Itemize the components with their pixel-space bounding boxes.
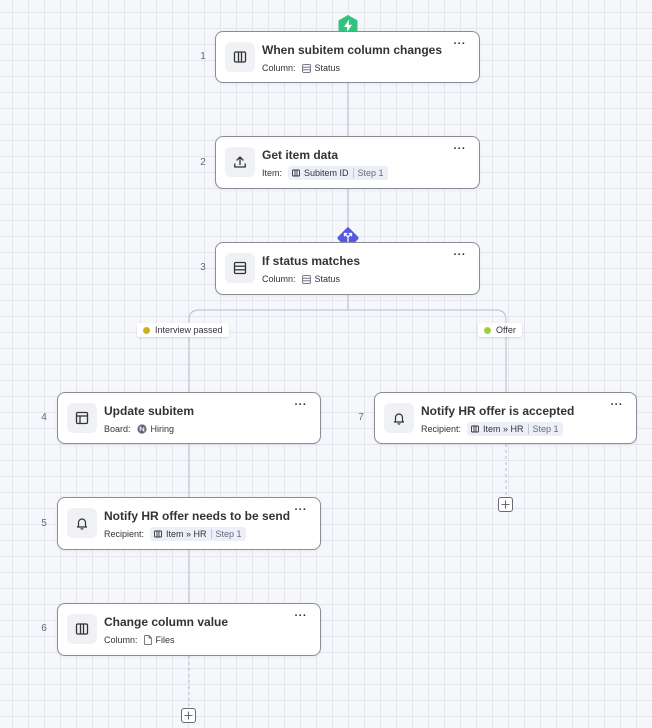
step-subtitle: Board: Hiring [104, 422, 174, 436]
field-label: Recipient: [421, 424, 462, 434]
field-label: Item: [262, 168, 283, 178]
step-title: Change column value [104, 615, 229, 629]
field-value: Files [143, 635, 175, 645]
more-options-icon[interactable]: ··· [610, 399, 623, 411]
step-number: 4 [41, 412, 47, 423]
step-subtitle: Recipient: Item » HR Step 1 [421, 422, 563, 436]
column-icon [67, 614, 97, 644]
step-title: If status matches [262, 254, 361, 268]
field-label: Column: [262, 63, 296, 73]
step-card-trigger[interactable]: When subitem column changes Column: Stat… [215, 31, 480, 83]
field-value: Hiring [136, 424, 174, 434]
more-options-icon[interactable]: ··· [453, 249, 466, 261]
step-card-update-subitem[interactable]: Update subitem Board: Hiring ··· [57, 392, 321, 444]
more-options-icon[interactable]: ··· [294, 399, 307, 411]
step-subtitle: Column: Status [262, 272, 340, 286]
step-number: 3 [200, 262, 206, 273]
file-icon [143, 635, 152, 645]
field-label: Column: [104, 635, 138, 645]
field-label: Board: [104, 424, 131, 434]
field-label: Recipient: [104, 529, 145, 539]
upload-icon [225, 147, 255, 177]
step-title: Get item data [262, 148, 339, 162]
branch-color-dot [143, 326, 150, 334]
step-subtitle: Item: Subitem ID Step 1 [262, 166, 388, 180]
step-subtitle: Column: Status [262, 61, 340, 75]
more-options-icon[interactable]: ··· [453, 143, 466, 155]
plus-icon [501, 500, 510, 509]
step-subtitle: Recipient: Item » HR Step 1 [104, 527, 246, 541]
more-options-icon[interactable]: ··· [294, 504, 307, 516]
step-title: When subitem column changes [262, 43, 443, 57]
column-icon [154, 530, 162, 538]
column-icon [471, 425, 479, 433]
field-value: Status [301, 63, 340, 73]
branch-label-interview-passed[interactable]: Interview passed [137, 323, 229, 337]
status-column-icon [301, 63, 311, 73]
step-title: Notify HR offer needs to be send [104, 509, 291, 523]
step-card-condition[interactable]: If status matches Column: Status ··· [215, 242, 480, 295]
add-step-button[interactable] [498, 497, 513, 512]
more-options-icon[interactable]: ··· [453, 38, 466, 50]
condition-icon [225, 253, 255, 283]
field-value: Status [301, 274, 340, 284]
step-title: Update subitem [104, 404, 195, 418]
variable-chip[interactable]: Subitem ID Step 1 [288, 166, 388, 180]
variable-chip[interactable]: Item » HR Step 1 [150, 527, 246, 541]
step-number: 5 [41, 518, 47, 529]
bell-icon [67, 508, 97, 538]
column-icon [292, 169, 300, 177]
step-card-notify-hr-accepted[interactable]: Notify HR offer is accepted Recipient: I… [374, 392, 637, 444]
step-number: 7 [358, 412, 364, 423]
step-card-change-column[interactable]: Change column value Column: Files ··· [57, 603, 321, 656]
step-subtitle: Column: Files [104, 633, 175, 647]
more-options-icon[interactable]: ··· [294, 610, 307, 622]
field-label: Column: [262, 274, 296, 284]
variable-chip[interactable]: Item » HR Step 1 [467, 422, 563, 436]
board-logo-icon [136, 424, 147, 434]
step-number: 1 [200, 51, 206, 62]
add-step-button[interactable] [181, 708, 196, 723]
status-column-icon [301, 274, 311, 284]
branch-color-dot [484, 326, 491, 334]
step-title: Notify HR offer is accepted [421, 404, 575, 418]
step-number: 2 [200, 157, 206, 168]
plus-icon [184, 711, 193, 720]
step-card-notify-hr-send[interactable]: Notify HR offer needs to be send Recipie… [57, 497, 321, 550]
bell-icon [384, 403, 414, 433]
trigger-column-icon [225, 42, 255, 72]
step-number: 6 [41, 623, 47, 634]
branch-label-offer[interactable]: Offer [478, 323, 522, 337]
step-card-get-item[interactable]: Get item data Item: Subitem ID Step 1 ··… [215, 136, 480, 189]
board-update-icon [67, 403, 97, 433]
